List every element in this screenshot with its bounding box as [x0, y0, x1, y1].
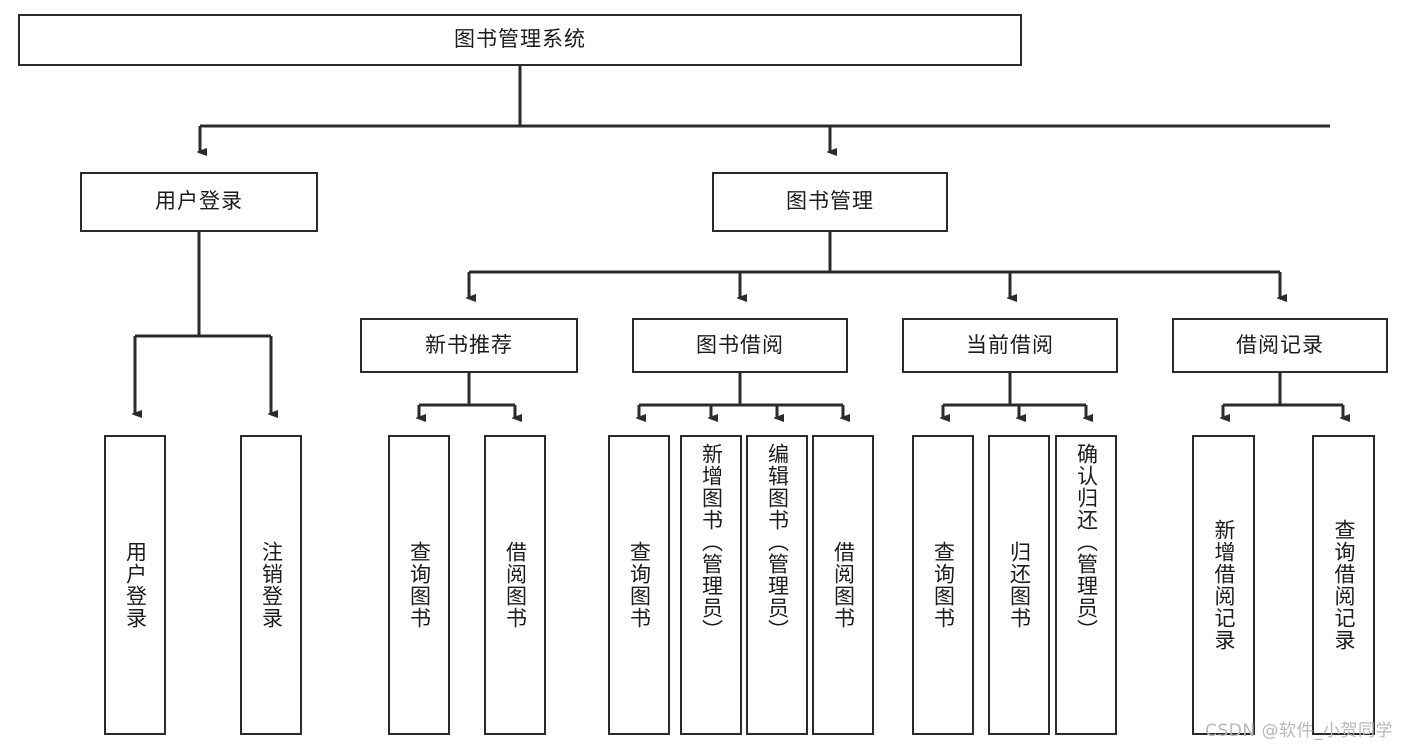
- function-label: 新增借阅记录: [1211, 519, 1236, 651]
- function-node[interactable]: 查询图书: [388, 435, 450, 735]
- function-node[interactable]: 查询图书: [608, 435, 670, 735]
- function-label: 新增图书（管理员）: [699, 443, 724, 641]
- function-node[interactable]: 查询图书: [912, 435, 974, 735]
- function-label: 查询图书: [931, 541, 956, 629]
- submodule-node[interactable]: 当前借阅: [902, 318, 1118, 373]
- function-node[interactable]: 用户登录: [104, 435, 166, 735]
- function-label: 编辑图书（管理员）: [765, 443, 790, 641]
- function-node[interactable]: 归还图书: [988, 435, 1050, 735]
- submodule-label: 当前借阅: [966, 332, 1054, 357]
- function-node[interactable]: 查询借阅记录: [1312, 435, 1375, 735]
- function-label: 查询图书: [407, 541, 432, 629]
- submodule-label: 借阅记录: [1236, 332, 1324, 357]
- module-label: 图书管理: [786, 189, 874, 214]
- root-label: 图书管理系统: [454, 27, 586, 52]
- submodule-label: 新书推荐: [425, 332, 513, 357]
- function-label: 归还图书: [1007, 541, 1032, 629]
- function-node[interactable]: 借阅图书: [484, 435, 546, 735]
- function-label: 查询借阅记录: [1331, 519, 1356, 651]
- function-node[interactable]: 确认归还（管理员）: [1055, 435, 1117, 735]
- function-label: 借阅图书: [503, 541, 528, 629]
- submodule-node[interactable]: 图书借阅: [632, 318, 848, 373]
- function-node[interactable]: 编辑图书（管理员）: [746, 435, 808, 735]
- function-label: 查询图书: [627, 541, 652, 629]
- root-node[interactable]: 图书管理系统: [18, 14, 1022, 66]
- function-node[interactable]: 注销登录: [240, 435, 302, 735]
- csdn-watermark: CSDN @软件_小贺同学: [1205, 721, 1393, 741]
- module-node[interactable]: 图书管理: [712, 172, 948, 232]
- function-node[interactable]: 新增借阅记录: [1192, 435, 1255, 735]
- function-label: 用户登录: [123, 541, 148, 629]
- function-label: 确认归还（管理员）: [1074, 443, 1099, 641]
- submodule-label: 图书借阅: [696, 332, 784, 357]
- module-node[interactable]: 用户登录: [80, 172, 318, 232]
- function-node[interactable]: 借阅图书: [812, 435, 874, 735]
- submodule-node[interactable]: 借阅记录: [1172, 318, 1388, 373]
- function-node[interactable]: 新增图书（管理员）: [680, 435, 742, 735]
- submodule-node[interactable]: 新书推荐: [360, 318, 578, 373]
- module-label: 用户登录: [155, 189, 243, 214]
- function-label: 借阅图书: [831, 541, 856, 629]
- function-label: 注销登录: [259, 541, 284, 629]
